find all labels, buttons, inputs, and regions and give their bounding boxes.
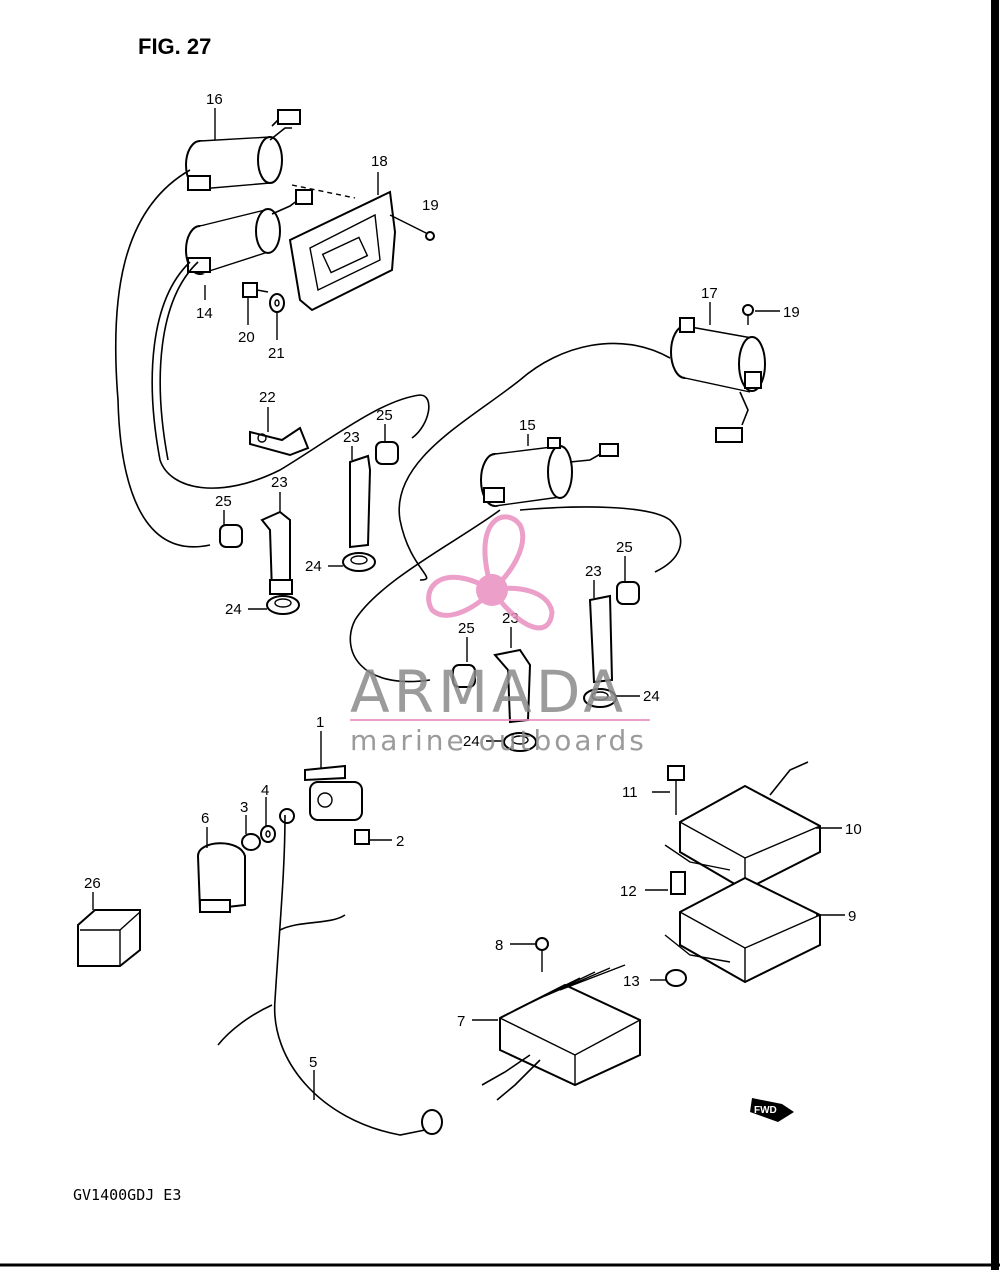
fwd-arrow-badge: FWD (750, 1098, 794, 1122)
callout-15: 15 (519, 417, 536, 434)
callout-24-c: 24 (643, 688, 660, 705)
spark-plug-cap-group-left (219, 441, 399, 615)
igniter-unit-10 (664, 761, 821, 892)
callout-25-b: 25 (215, 493, 232, 510)
callout-9: 9 (848, 908, 856, 925)
callout-16: 16 (206, 91, 223, 108)
callout-labels: 16 18 19 14 20 21 17 19 22 23 25 15 25 2… (84, 91, 862, 1071)
ignition-coil-16 (185, 109, 301, 191)
callout-11: 11 (622, 784, 638, 801)
callout-10: 10 (845, 821, 862, 838)
ignition-coil-17 (670, 317, 766, 443)
propeller-logo (426, 514, 555, 631)
callout-5: 5 (309, 1054, 317, 1071)
terminal-cap (421, 1109, 443, 1135)
ignition-coil-14 (185, 189, 313, 275)
screw-19-right (742, 304, 780, 325)
callout-14: 14 (196, 305, 213, 322)
callout-12: 12 (620, 883, 637, 900)
spark-plug-cap-group-right (452, 581, 640, 752)
bolt-11 (652, 765, 685, 815)
screw-8 (510, 937, 549, 972)
watermark: ARMADA marine outboards (350, 514, 650, 757)
callout-22: 22 (259, 389, 276, 406)
ignition-coil-15 (480, 437, 619, 507)
callout-4: 4 (261, 782, 269, 799)
wiring-lead-branch-a (279, 914, 346, 931)
callout-20: 20 (238, 329, 255, 346)
callout-24-a: 24 (305, 558, 322, 575)
igniter-unit-9 (664, 876, 821, 984)
relay-cover-6 (196, 842, 246, 913)
leader-lines (92, 108, 845, 1100)
regulator-rectifier-7 (481, 964, 641, 1101)
wiring-lead-5 (273, 814, 426, 1136)
hi-tension-wire-left (114, 169, 211, 548)
watermark-brand: ARMADA (350, 658, 627, 726)
screw-19-top (389, 214, 435, 241)
fwd-label: FWD (754, 1105, 777, 1116)
watermark-tagline: marine outboards (350, 724, 647, 757)
hi-tension-wire-right-mid (519, 506, 682, 573)
callout-6: 6 (201, 810, 209, 827)
callout-19-top: 19 (422, 197, 439, 214)
callout-24-b: 24 (225, 601, 242, 618)
callout-13: 13 (623, 973, 640, 990)
washer-4 (260, 825, 276, 843)
connector-26 (77, 909, 141, 967)
nut-13 (650, 969, 687, 987)
spacer-12 (645, 871, 686, 895)
callout-24-d: 24 (463, 733, 480, 750)
callout-2: 2 (396, 833, 404, 850)
callout-23-b: 23 (271, 474, 288, 491)
callout-25-c: 25 (616, 539, 633, 556)
hi-tension-wire-right-lower (349, 509, 501, 683)
hi-tension-wire-mid (151, 261, 430, 489)
wire-clamp-22 (249, 426, 310, 457)
callout-1: 1 (316, 714, 324, 731)
callout-18: 18 (371, 153, 388, 170)
starter-relay-1 (279, 764, 370, 845)
hi-tension-wire-right-upper (398, 342, 671, 581)
coil-bracket-18 (288, 184, 397, 312)
callout-3: 3 (240, 799, 248, 816)
bolt-20 (242, 282, 269, 325)
callout-23-c: 23 (585, 563, 602, 580)
callout-25-a: 25 (376, 407, 393, 424)
callout-26: 26 (84, 875, 101, 892)
figure-title: FIG. 27 (138, 34, 211, 59)
callout-17: 17 (701, 285, 718, 302)
washer-21 (269, 293, 285, 340)
model-code: GV1400GDJ E3 (73, 1186, 181, 1204)
callout-21: 21 (268, 345, 285, 362)
nut-3 (241, 833, 261, 851)
callout-7: 7 (457, 1013, 465, 1030)
wiring-lead-branch-b (217, 1004, 273, 1046)
callout-8: 8 (495, 937, 503, 954)
hi-tension-wire-mid-2 (159, 261, 199, 461)
callout-19-right: 19 (783, 304, 800, 321)
callout-25-d: 25 (458, 620, 475, 637)
callout-23-a: 23 (343, 429, 360, 446)
